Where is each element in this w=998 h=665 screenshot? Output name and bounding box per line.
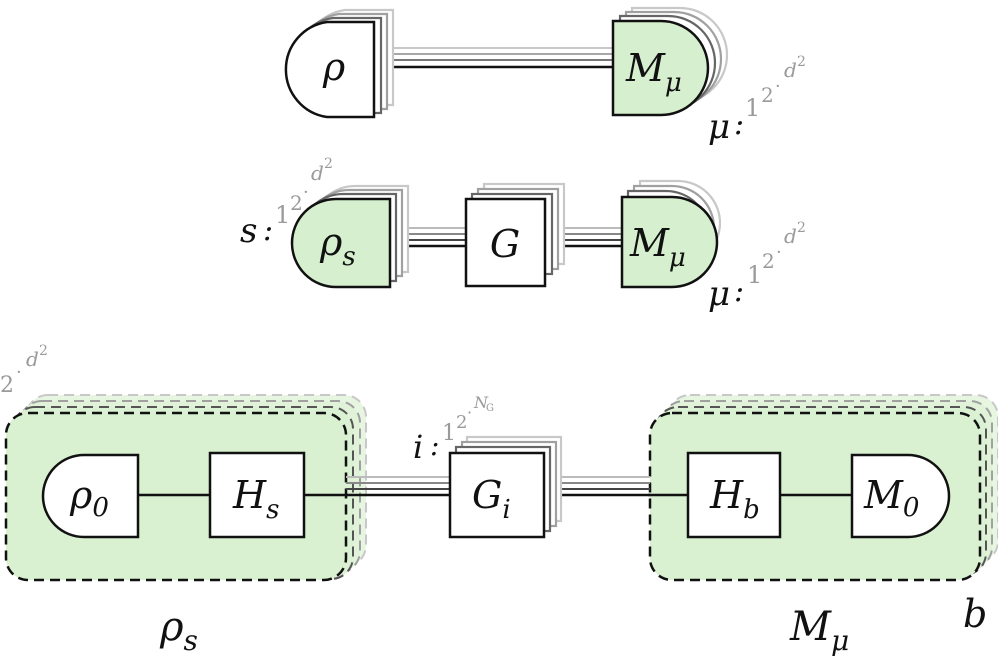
svg-text:2: 2	[39, 343, 48, 359]
diagram-3: ρ0 Hs Gi Hb	[0, 343, 998, 657]
gate-hs-box	[208, 451, 306, 539]
measurement-index-label-2: μ : 1 2 · d 2	[708, 220, 806, 314]
state-rho-s-stack: ρs	[290, 184, 410, 289]
measurement-m-mu-shape	[611, 19, 710, 117]
svg-text:2: 2	[0, 373, 14, 398]
svg-text::: :	[734, 274, 744, 309]
gate-hs: Hs	[208, 451, 306, 539]
state-rho0: ρ0	[41, 453, 140, 539]
gate-hs-label: Hs	[232, 473, 279, 525]
measurement-m0-shape	[850, 453, 951, 539]
state-rho-shape	[284, 20, 376, 119]
wire-stack-3a	[346, 476, 450, 497]
svg-text::: :	[430, 429, 439, 462]
svg-text:d: d	[311, 161, 324, 185]
measurement-m-mu-shape-2	[620, 195, 719, 289]
caption-rho-s: ρs	[159, 604, 198, 657]
wire-stack-3b	[545, 476, 650, 497]
svg-text:d: d	[784, 58, 797, 82]
gate-index-label-3: i : 1 2 · N G	[413, 393, 494, 466]
caption-m-mu: Mμ	[789, 604, 849, 657]
svg-text:2: 2	[456, 412, 467, 433]
state-rho-s-shape	[290, 197, 392, 289]
gate-gi-stack: Gi	[448, 435, 563, 539]
measurement-index-label-1: μ : 1 2 · d 2	[708, 54, 806, 147]
measurement-m0-label: M0	[863, 473, 919, 523]
svg-text:1: 1	[745, 94, 760, 122]
svg-text:2: 2	[761, 83, 774, 107]
svg-text:G: G	[486, 403, 494, 414]
svg-text:d: d	[26, 347, 39, 371]
svg-text:i: i	[413, 428, 423, 466]
svg-text:1: 1	[442, 421, 456, 446]
gate-hb-label: Hb	[709, 473, 760, 525]
svg-text:·: ·	[16, 362, 22, 383]
svg-text:·: ·	[467, 403, 472, 422]
measurement-m-mu-label: Mμ	[625, 46, 682, 98]
gate-gi-box	[448, 451, 546, 539]
region-index-label-3: 2 · d 2	[0, 343, 48, 398]
svg-text:·: ·	[776, 242, 782, 263]
state-rho-label: ρ	[322, 45, 346, 89]
svg-text:μ: μ	[708, 274, 730, 314]
caption-b: b	[963, 592, 987, 636]
svg-text:N: N	[473, 393, 489, 412]
gate-hb: Hb	[686, 451, 782, 539]
svg-text:2: 2	[324, 156, 333, 172]
svg-text::: :	[734, 107, 744, 142]
gate-g-box	[464, 197, 547, 288]
diagram-1: ρ Mμ μ : 1 2 · d 2	[284, 6, 806, 147]
svg-text:2: 2	[290, 191, 303, 215]
svg-text:·: ·	[303, 182, 309, 203]
svg-text:2: 2	[762, 249, 775, 273]
state-index-label-2: s : 1 2 · d 2	[240, 156, 333, 251]
svg-text:1: 1	[747, 261, 762, 289]
state-rho-stack: ρ	[284, 8, 395, 119]
gate-g-stack: G	[464, 182, 566, 288]
svg-text:d: d	[784, 224, 797, 248]
measurement-stack-1: Mμ	[611, 6, 729, 117]
svg-text:s: s	[240, 211, 257, 251]
wire-stack-1	[372, 47, 622, 69]
diagram-2: ρs G Mμ s : 1 2 · d 2	[240, 156, 806, 314]
svg-text::: :	[263, 213, 273, 248]
svg-text:·: ·	[775, 76, 781, 97]
gate-hb-box	[686, 451, 782, 539]
measurement-m-mu-label-2: Mμ	[629, 221, 686, 273]
state-rho0-shape	[41, 453, 140, 539]
measurement-m0: M0	[850, 453, 951, 539]
gate-gi-label: Gi	[472, 473, 511, 525]
measurement-stack-2: Mμ	[620, 179, 722, 289]
gate-g-label: G	[490, 222, 520, 266]
svg-text:μ: μ	[708, 107, 730, 147]
svg-text:2: 2	[797, 54, 806, 70]
state-rho-s-label: ρs	[319, 220, 356, 272]
svg-text:2: 2	[797, 220, 806, 236]
svg-text:1: 1	[275, 201, 290, 229]
state-rho0-label: ρ0	[69, 473, 109, 523]
